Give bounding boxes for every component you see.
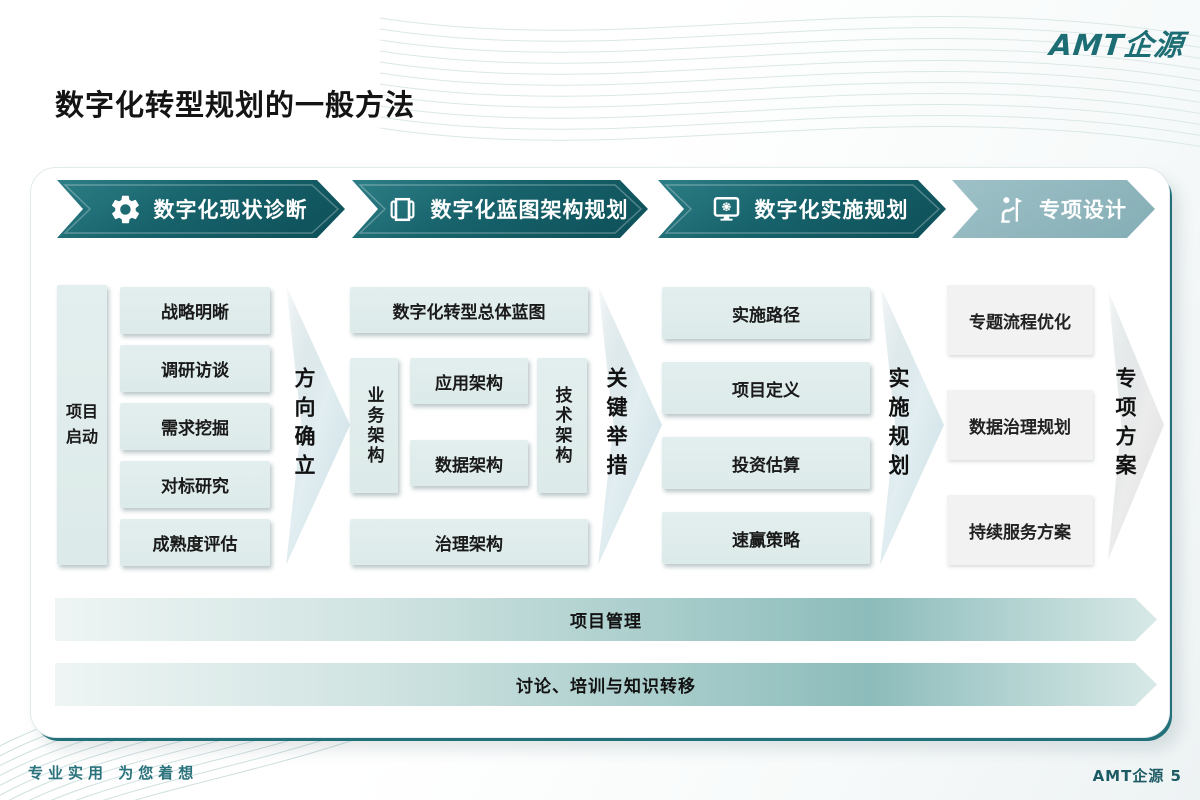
phase-banner-special-design: 专项设计 [952,180,1155,238]
footer-slogan: 专业实用 为您着想 [28,764,199,782]
task-box: 持续服务方案 [947,495,1093,565]
task-box: 调研访谈 [120,345,270,392]
training-knowledge-transfer-bar: 讨论、培训与知识转移 [55,663,1157,706]
phase-banner-label: 数字化现状诊断 [153,198,308,222]
phase-banner-label: 数字化实施规划 [754,198,909,222]
stage-arrow-label: 实施规划 [886,367,910,483]
task-box: 专题流程优化 [947,285,1093,355]
task-box: 速赢策略 [662,512,870,564]
phase-banner-blueprint: 数字化蓝图架构规划 [352,180,648,238]
page-title: 数字化转型规划的一般方法 [55,88,416,122]
presenter-icon [994,193,1027,226]
footer-page-label: AMT企源 5 [1092,767,1182,785]
phase-banner-label: 数字化蓝图架构规划 [430,198,629,222]
task-box: 投资估算 [662,437,870,489]
stage-arrow-label: 方向确立 [292,367,316,483]
project-kickoff-box: 项目启动 [57,285,107,565]
stage-arrow-label: 专项方案 [1113,367,1137,483]
phase-banner-label: 专项设计 [1039,198,1127,222]
task-box: 实施路径 [662,287,870,339]
blueprint-scroll-icon [386,193,419,226]
business-architecture-box: 业务架构 [350,358,398,493]
task-box: 数据治理规划 [947,390,1093,460]
task-box: 应用架构 [410,358,528,404]
gear-icon [109,193,142,226]
phase-banner-assessment: 数字化现状诊断 [57,180,345,238]
task-box: 需求挖掘 [120,403,270,450]
brand-logo: AMT企源 [1047,28,1186,62]
phase-banner-implementation: 数字化实施规划 [658,180,946,238]
monitor-gear-icon [710,193,743,226]
stage-arrow-label: 关键举措 [604,367,628,483]
task-box: 数据架构 [410,440,528,486]
project-management-bar: 项目管理 [55,598,1157,641]
technology-architecture-box: 技术架构 [537,358,587,493]
task-box: 项目定义 [662,362,870,414]
task-box: 战略明晰 [120,287,270,334]
task-box: 成熟度评估 [120,519,270,566]
task-box: 数字化转型总体蓝图 [350,287,588,333]
task-box: 治理架构 [350,519,588,565]
task-box: 对标研究 [120,461,270,508]
